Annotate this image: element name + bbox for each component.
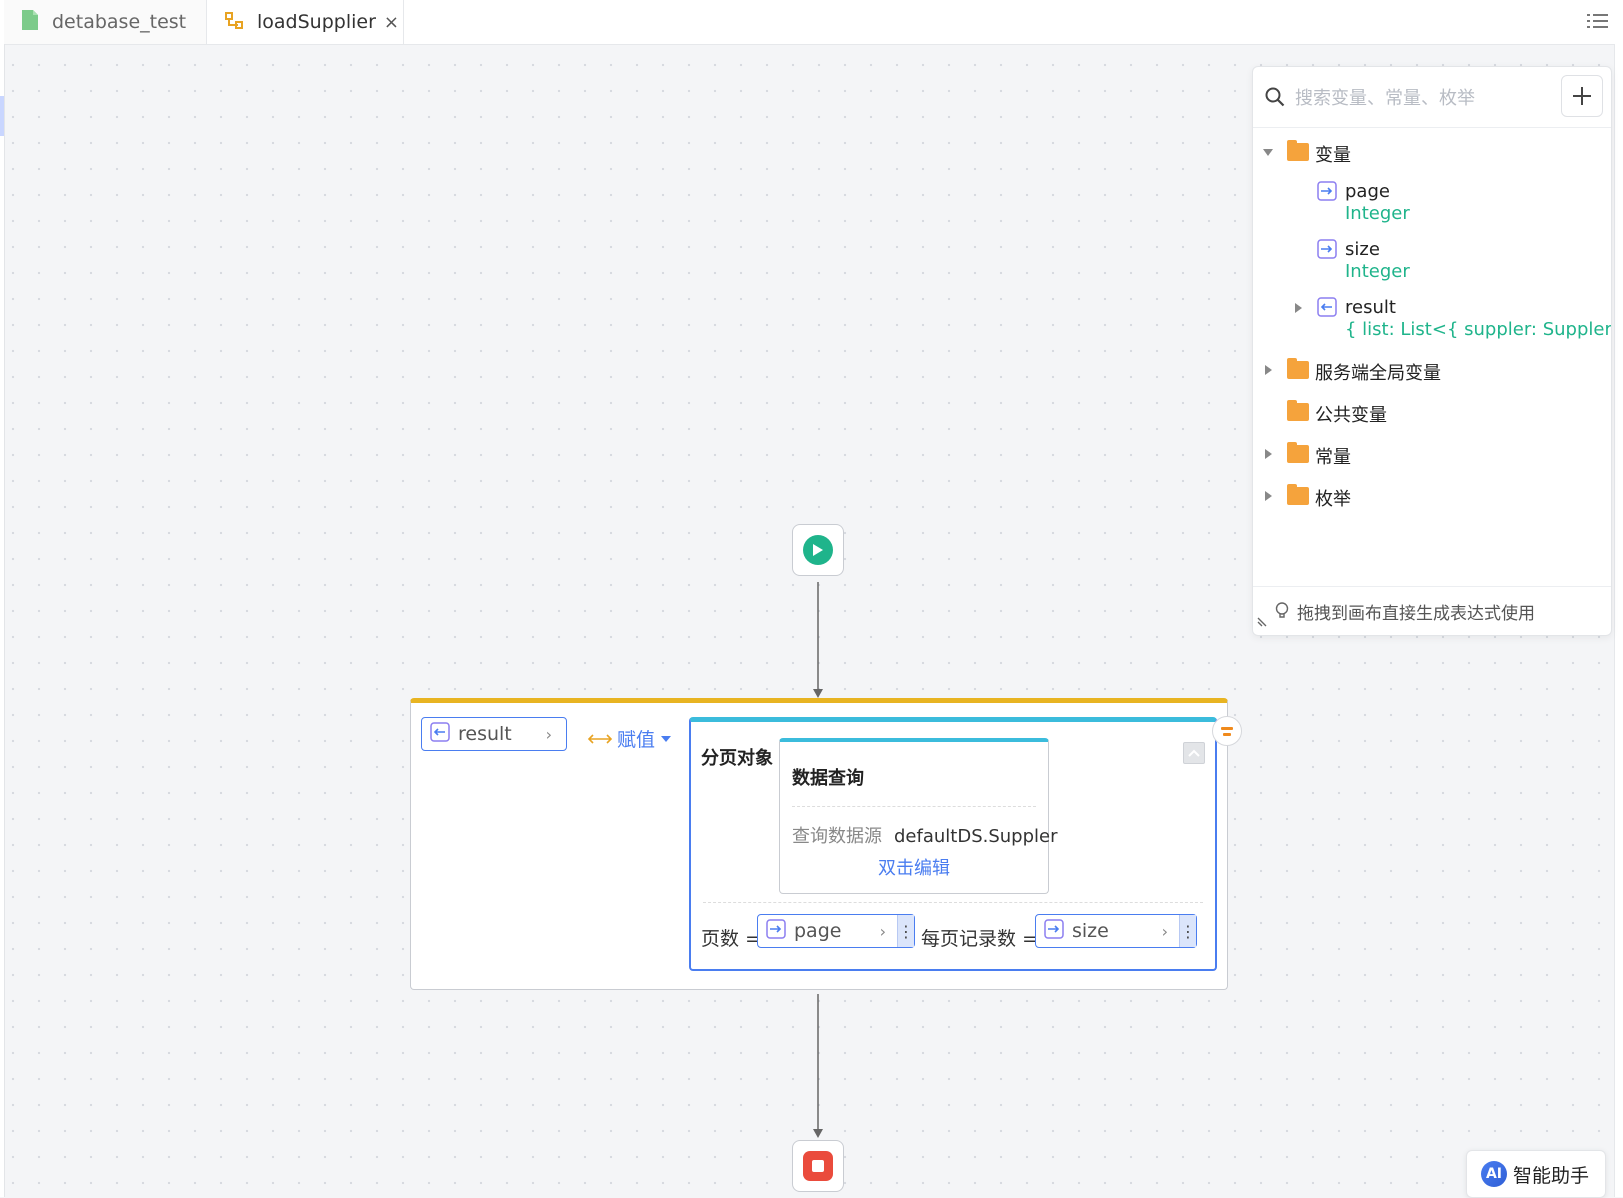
var-name: result: [1345, 297, 1396, 318]
tab-detabase-test[interactable]: detabase_test: [4, 0, 207, 44]
tree-folder-server-globals[interactable]: 服务端全局变量: [1253, 357, 1611, 387]
caret-right-icon[interactable]: [1265, 449, 1272, 459]
variable-panel: 变量 page Integer size Integer result { li…: [1252, 66, 1612, 636]
variable-panel-footer: 拖拽到画布直接生成表达式使用: [1253, 586, 1611, 635]
left-edge: [0, 44, 5, 1197]
chevron-up-icon: [1188, 749, 1200, 757]
search-icon: [1265, 87, 1285, 111]
divider: [792, 806, 1036, 807]
output-var-icon: [430, 721, 450, 747]
input-var-icon: [1317, 181, 1337, 206]
output-var-icon: [1317, 297, 1337, 322]
variable-search-input[interactable]: [1293, 81, 1537, 115]
chevron-right-icon: ›: [879, 921, 886, 941]
query-source-row: 查询数据源 defaultDS.Suppler: [792, 822, 1058, 848]
divider: [703, 902, 1203, 903]
caret-right-icon[interactable]: [1265, 365, 1272, 375]
close-icon[interactable]: ×: [383, 11, 399, 33]
caret-right-icon[interactable]: [1265, 491, 1272, 501]
tab-label: detabase_test: [52, 11, 187, 33]
query-source-key: 查询数据源: [792, 826, 882, 847]
folder-icon: [1287, 400, 1309, 421]
variable-search-row: [1253, 67, 1611, 128]
tab-bar: detabase_test loadSupplier ×: [0, 0, 1623, 45]
tree-folder-public-vars[interactable]: 公共变量: [1253, 399, 1611, 429]
tree-folder-variables[interactable]: 变量: [1253, 139, 1611, 169]
folder-icon: [1287, 442, 1309, 463]
tab-label: loadSupplier: [257, 11, 376, 33]
chevron-right-icon: ›: [545, 724, 552, 744]
assign-operator-label: 赋值: [617, 729, 656, 751]
param-label-page: 页数 =: [701, 928, 761, 950]
folder-icon: [1287, 358, 1309, 379]
plus-icon: [1573, 87, 1591, 105]
param-page-value: page: [794, 920, 842, 942]
param-size-chip[interactable]: size › ⋮: [1035, 914, 1197, 948]
param-label-size: 每页记录数 =: [921, 928, 1038, 950]
input-var-icon: [1317, 239, 1337, 264]
more-vertical-icon[interactable]: ⋮: [1179, 915, 1196, 947]
tree-folder-enums[interactable]: 枚举: [1253, 483, 1611, 513]
var-name: size: [1345, 239, 1380, 260]
tree-item-size[interactable]: size Integer: [1253, 237, 1611, 289]
collapse-button[interactable]: [1183, 742, 1205, 764]
tree-folder-label: 服务端全局变量: [1315, 363, 1441, 384]
double-click-edit-link[interactable]: 双击编辑: [878, 858, 950, 879]
var-type: { list: List<{ suppler: Suppler }>: [1345, 319, 1612, 340]
more-vertical-icon[interactable]: ⋮: [897, 915, 914, 947]
caret-down-icon[interactable]: [1263, 149, 1273, 156]
page-object-block[interactable]: 分页对象 数据查询 查询数据源 defaultDS.Suppler 双击编辑 页数…: [689, 717, 1217, 971]
logic-flow-icon: [223, 10, 243, 35]
file-icon: [22, 9, 38, 35]
stop-icon: [803, 1151, 833, 1181]
tree-folder-label: 常量: [1315, 447, 1351, 468]
param-page-chip[interactable]: page › ⋮: [757, 914, 915, 948]
caret-right-icon[interactable]: [1295, 303, 1302, 313]
assign-target-label: result: [458, 723, 512, 745]
ai-assistant-label: 智能助手: [1513, 1164, 1590, 1187]
tree-folder-label: 枚举: [1315, 489, 1351, 510]
play-icon: [803, 535, 833, 565]
swap-arrow-icon: [587, 733, 613, 744]
query-source-value: defaultDS.Suppler: [894, 826, 1058, 847]
tree-folder-label: 公共变量: [1315, 405, 1387, 426]
caret-down-icon: [661, 735, 672, 742]
data-query-title: 数据查询: [792, 768, 864, 789]
add-variable-button[interactable]: [1561, 75, 1603, 117]
tree-item-page[interactable]: page Integer: [1253, 179, 1611, 231]
tab-loadsupplier[interactable]: loadSupplier ×: [207, 0, 404, 44]
assign-block[interactable]: result › 赋值 分页对象 数据查询 查询数据源 defaultDS.Sup…: [410, 698, 1228, 990]
ai-badge-icon: AI: [1481, 1161, 1507, 1187]
assign-target-chip[interactable]: result ›: [421, 717, 567, 751]
start-node[interactable]: [792, 524, 844, 576]
param-size-value: size: [1072, 920, 1109, 942]
var-name: page: [1345, 181, 1390, 202]
lightbulb-icon: [1275, 602, 1289, 624]
left-edge-accent: [0, 96, 4, 136]
data-query-card[interactable]: 数据查询 查询数据源 defaultDS.Suppler 双击编辑: [779, 738, 1058, 894]
footer-tip: 拖拽到画布直接生成表达式使用: [1297, 604, 1535, 624]
folder-icon: [1287, 140, 1309, 161]
tree-folder-constants[interactable]: 常量: [1253, 441, 1611, 471]
folder-icon: [1287, 484, 1309, 505]
chevron-right-icon: ›: [1161, 921, 1168, 941]
tree-item-result[interactable]: result { list: List<{ suppler: Suppler }…: [1253, 295, 1611, 347]
input-var-icon: [766, 918, 786, 944]
list-menu-icon[interactable]: [1587, 11, 1609, 31]
node-menu-handle[interactable]: [1212, 716, 1242, 746]
ai-assistant-button[interactable]: AI 智能助手: [1466, 1150, 1606, 1198]
page-object-title: 分页对象: [701, 748, 773, 769]
input-var-icon: [1044, 918, 1064, 944]
var-type: Integer: [1345, 203, 1410, 224]
var-type: Integer: [1345, 261, 1410, 282]
assign-operator[interactable]: 赋值: [587, 725, 672, 752]
canvas-scrollbar[interactable]: [1614, 44, 1623, 1197]
tree-folder-label: 变量: [1315, 145, 1351, 166]
end-node[interactable]: [792, 1140, 844, 1192]
resize-handle-icon[interactable]: [1257, 612, 1269, 631]
